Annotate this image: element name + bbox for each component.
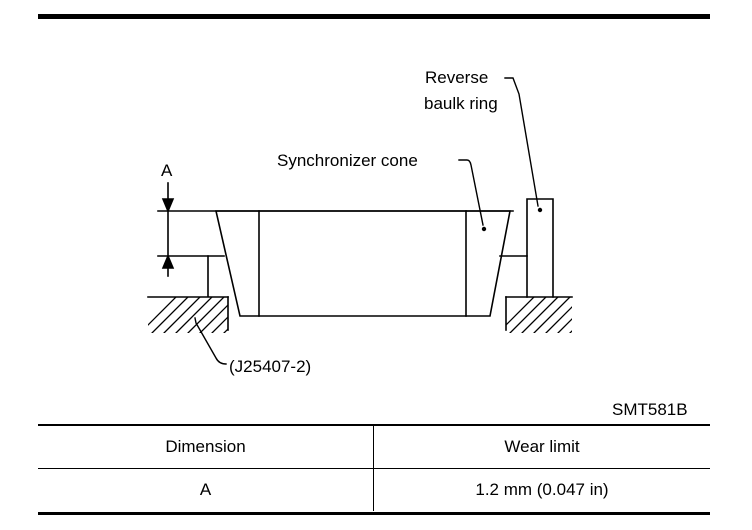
- dimension-arrowhead-top: [161, 198, 175, 214]
- tool-label: (J25407-2): [229, 357, 312, 376]
- base-right-hatch: [506, 297, 572, 333]
- reverse-baulk-ring: [499, 198, 554, 298]
- left-support: [207, 255, 225, 297]
- table-bottom-rule: [38, 512, 710, 515]
- table-row: A 1.2 mm (0.047 in): [38, 468, 710, 511]
- header-dimension: Dimension: [38, 426, 374, 469]
- table-top-rule: [38, 424, 710, 426]
- leader-dot-cone: [481, 226, 487, 232]
- cell-wear-limit: 1.2 mm (0.047 in): [475, 480, 609, 499]
- reverse-label-line2: baulk ring: [424, 94, 498, 113]
- synchronizer-cone-body: [214, 210, 511, 317]
- header-wear-limit: Wear limit: [373, 426, 710, 469]
- leader-tool: [194, 317, 227, 365]
- base-left-hatch: [148, 297, 228, 333]
- reverse-label-line1: Reverse: [425, 68, 489, 87]
- dimension-a-label: A: [161, 161, 173, 180]
- synchronizer-cone-diagram: [147, 77, 573, 365]
- synchronizer-cone-label: Synchronizer cone: [277, 151, 418, 170]
- wear-limit-table: Dimension Wear limit A 1.2 mm (0.047 in): [38, 426, 710, 511]
- figure-code: SMT581B: [612, 400, 688, 419]
- dimension-arrowhead-bottom: [161, 253, 175, 269]
- top-rule: [38, 14, 710, 19]
- leader-reverse-baulk-ring: [504, 77, 539, 207]
- cell-dimension: A: [38, 468, 374, 511]
- leader-synchronizer-cone: [458, 159, 484, 226]
- table-header-row: Dimension Wear limit: [38, 426, 710, 469]
- leader-dot-baulk: [537, 207, 543, 213]
